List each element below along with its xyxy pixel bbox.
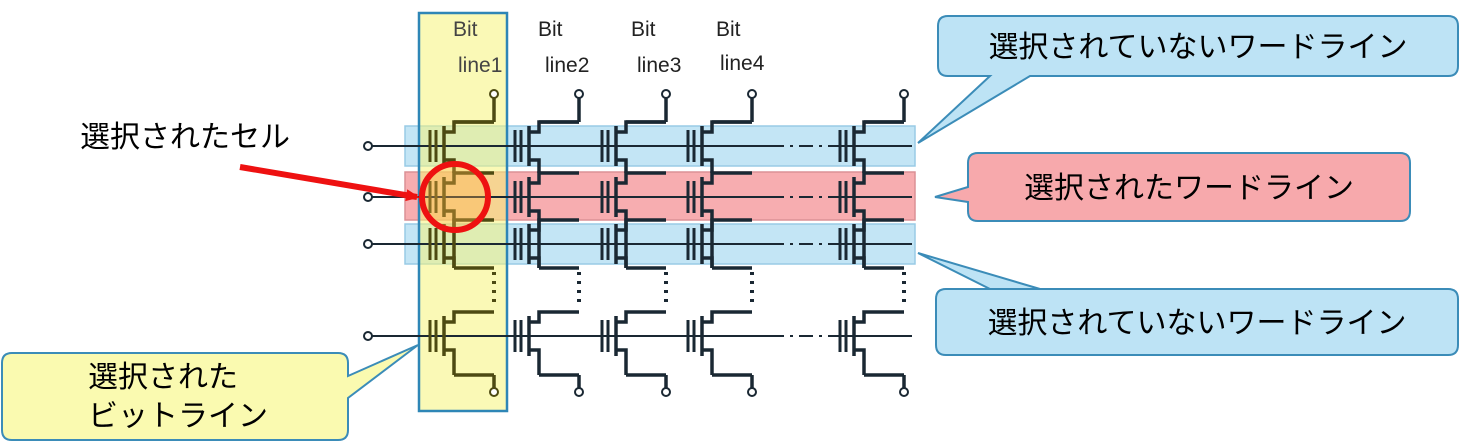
selected-cell-label: 選択されたセル xyxy=(80,120,290,155)
transistor-col-3-row-n xyxy=(600,310,666,360)
bit-line-col-2 xyxy=(537,89,584,397)
selected-cell-arrow xyxy=(239,164,420,202)
bit-line-col-4 xyxy=(710,89,757,397)
transistor-col-2-row-n xyxy=(513,310,579,360)
bitline-4-label-top: Bit xyxy=(716,18,741,41)
callout-unselected-wordline-top: 選択されていないワードライン xyxy=(917,15,1459,144)
transistor-col-4-row-2 xyxy=(686,171,752,221)
callout-unselected-wordline-bottom: 選択されていないワードライン xyxy=(917,252,1459,356)
selected-bitline-column xyxy=(417,11,509,413)
bit-line-col-3 xyxy=(624,89,671,397)
transistor-col-2-row-2 xyxy=(513,171,579,221)
transistor-col-3-row-2 xyxy=(600,171,666,221)
bitline-labels: Bit line1 Bit line2 Bit line3 Bit line4 xyxy=(453,18,765,77)
callout-selected-bitline-text-line1: 選択された xyxy=(88,360,238,395)
bit-line-col-1 xyxy=(452,89,499,397)
selected-cell-highlight xyxy=(419,161,491,233)
bitline-1-label-bottom: line1 xyxy=(458,54,502,77)
callout-unselected-wordline-bottom-text: 選択されていないワードライン xyxy=(987,306,1406,341)
transistor-col-n-row-2 xyxy=(838,171,904,221)
callout-selected-bitline: 選択された ビットライン xyxy=(1,344,419,441)
callout-selected-wordline: 選択されたワードライン xyxy=(934,152,1411,222)
callout-selected-bitline-text-line2: ビットライン xyxy=(88,399,268,434)
bitline-2-label-top: Bit xyxy=(538,18,563,41)
callout-unselected-wordline-top-text: 選択されていないワードライン xyxy=(988,30,1407,65)
bitline-3-label-bottom: line3 xyxy=(637,54,681,77)
callout-selected-wordline-text: 選択されたワードライン xyxy=(1024,171,1354,206)
bit-line-col-n xyxy=(862,89,909,397)
bitline-3-label-top: Bit xyxy=(631,18,656,41)
transistor-array xyxy=(363,89,912,397)
bitline-4-label-bottom: line4 xyxy=(720,52,765,75)
bitline-2-label-bottom: line2 xyxy=(545,54,589,77)
transistor-col-1-row-n xyxy=(428,310,494,360)
transistor-col-4-row-n xyxy=(686,310,752,360)
transistor-col-n-row-n xyxy=(838,310,904,360)
bitline-1-label-top: Bit xyxy=(453,18,478,41)
